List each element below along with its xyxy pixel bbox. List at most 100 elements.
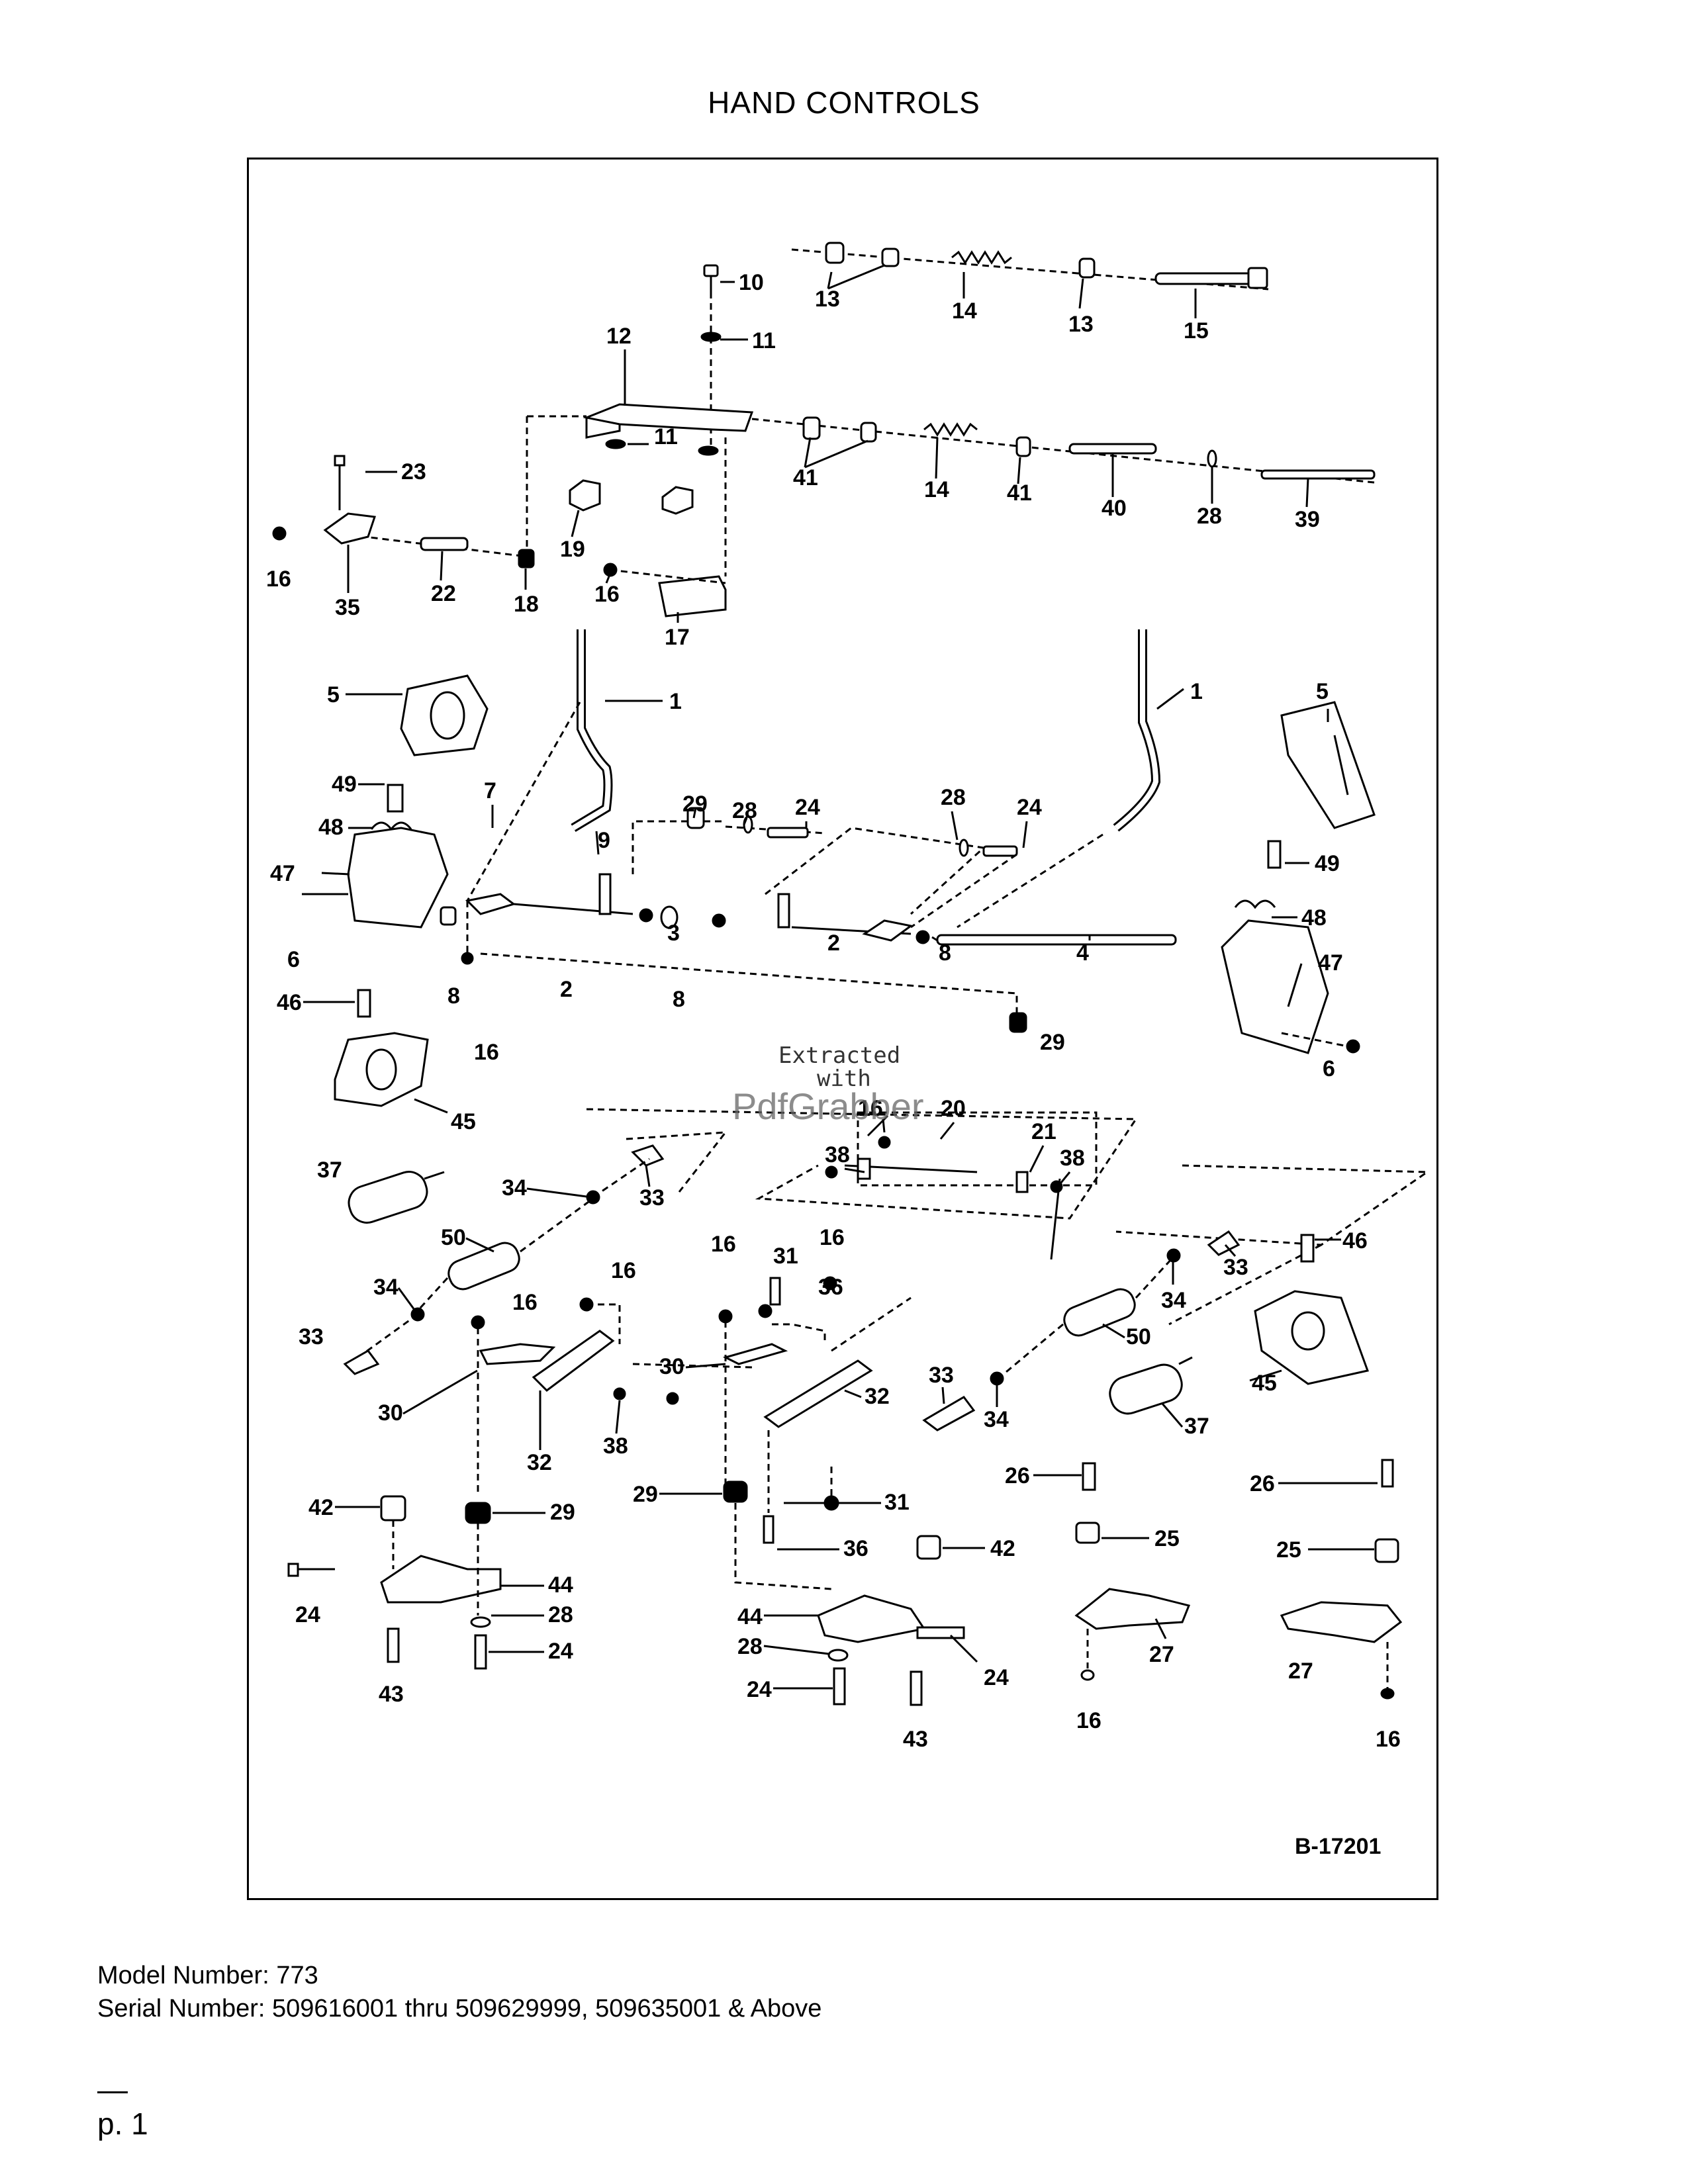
callout-28c: 28 — [941, 785, 966, 810]
callout-8c: 8 — [673, 987, 685, 1012]
callout-1: 1 — [669, 689, 682, 714]
parts-diagram-frame: 10 11 12 13 14 13 15 23 11 41 14 41 40 2… — [247, 158, 1438, 1900]
callout-27b: 27 — [1288, 1659, 1313, 1684]
callout-42b: 42 — [990, 1536, 1015, 1561]
mounting-plates-5 — [400, 674, 1376, 829]
middle-rod-assembly — [802, 416, 1376, 480]
callout-34: 34 — [502, 1175, 527, 1201]
callout-49: 49 — [332, 772, 357, 797]
model-info: Model Number: 773 Serial Number: 5096160… — [97, 1959, 821, 2025]
callout-38b: 38 — [1060, 1146, 1085, 1171]
leader-lines — [303, 264, 1378, 1690]
callout-32b: 32 — [527, 1450, 552, 1475]
links-30-32-assembly — [471, 1276, 912, 1544]
callout-13: 13 — [815, 287, 840, 312]
callout-46: 46 — [277, 990, 302, 1015]
callout-24b: 24 — [1017, 795, 1042, 820]
callout-35: 35 — [335, 595, 360, 620]
callout-16c: 16 — [474, 1040, 499, 1065]
callout-26: 26 — [1005, 1463, 1030, 1488]
callout-39: 39 — [1295, 507, 1320, 532]
callout-41b: 41 — [1007, 480, 1032, 506]
callout-45b: 45 — [1252, 1371, 1277, 1396]
callout-2: 2 — [827, 931, 840, 956]
callout-48b: 48 — [1301, 905, 1327, 931]
callout-30: 30 — [659, 1354, 684, 1379]
callout-31: 31 — [773, 1244, 798, 1269]
lower-middle-pivot-44-assembly — [723, 1480, 965, 1706]
callout-37: 37 — [317, 1158, 342, 1183]
lower-right-bracket-45-assembly — [1254, 1234, 1369, 1385]
callout-16b: 16 — [594, 582, 620, 607]
callout-20: 20 — [941, 1096, 966, 1121]
serial-number: Serial Number: 509616001 thru 509629999,… — [97, 1995, 822, 2023]
callout-38c: 38 — [603, 1433, 628, 1459]
left-bracket-47-assembly — [302, 784, 457, 929]
callout-14: 14 — [952, 298, 977, 324]
callout-13b: 13 — [1068, 312, 1094, 337]
watermark-line-2: with — [817, 1066, 871, 1092]
callout-43: 43 — [379, 1682, 404, 1707]
blocks-19-bracket-17 — [569, 437, 727, 617]
callout-24: 24 — [795, 795, 820, 820]
callout-16g: 16 — [611, 1258, 636, 1283]
callout-46b: 46 — [1342, 1228, 1368, 1253]
callout-9: 9 — [598, 828, 610, 853]
callout-11: 11 — [752, 328, 776, 353]
callout-5b: 5 — [1316, 679, 1329, 704]
callout-11b: 11 — [654, 424, 678, 449]
callout-23: 23 — [401, 459, 426, 484]
watermark: Extracted with PdfGrabber — [732, 1042, 924, 1127]
callout-36b: 36 — [843, 1536, 868, 1561]
callout-16f: 16 — [820, 1225, 845, 1250]
callout-1b: 1 — [1190, 679, 1203, 704]
callout-28d: 28 — [548, 1602, 573, 1627]
callout-10: 10 — [739, 270, 764, 295]
callout-43b: 43 — [903, 1727, 928, 1752]
watermark-line-1: Extracted — [778, 1042, 900, 1069]
callout-25b: 25 — [1276, 1537, 1301, 1563]
callout-16e: 16 — [711, 1232, 736, 1257]
callout-19: 19 — [560, 537, 585, 562]
callout-44b: 44 — [737, 1604, 763, 1629]
callout-2b: 2 — [560, 977, 573, 1002]
callout-37b: 37 — [1184, 1414, 1209, 1439]
callout-26b: 26 — [1250, 1471, 1275, 1496]
callout-25: 25 — [1154, 1526, 1180, 1551]
callout-17: 17 — [665, 625, 690, 650]
callout-8b: 8 — [447, 983, 460, 1009]
callout-49b: 49 — [1315, 851, 1340, 876]
cross-shaft-assembly — [461, 702, 1177, 1033]
callout-28e: 28 — [737, 1634, 763, 1659]
watermark-line-3: PdfGrabber — [732, 1085, 924, 1127]
callout-16d: 16 — [858, 1096, 883, 1121]
upper-rod-assembly — [791, 242, 1269, 291]
diagram-reference: B-17201 — [1295, 1834, 1381, 1859]
control-levers-1 — [571, 629, 1161, 833]
callout-14b: 14 — [924, 477, 949, 502]
callout-45: 45 — [451, 1109, 476, 1134]
callout-44: 44 — [548, 1572, 573, 1598]
callout-33: 33 — [639, 1185, 665, 1210]
callout-6: 6 — [287, 947, 300, 972]
callout-4: 4 — [1076, 940, 1089, 966]
callout-24d: 24 — [548, 1639, 573, 1664]
callout-29d: 29 — [633, 1482, 658, 1507]
callout-42: 42 — [308, 1495, 334, 1520]
callout-27: 27 — [1149, 1642, 1174, 1667]
callout-29c: 29 — [550, 1500, 575, 1525]
callout-16: 16 — [266, 567, 291, 592]
model-number: Model Number: 773 — [97, 1962, 318, 1989]
lower-right-pivots-27-assembly — [1074, 1459, 1403, 1700]
callout-labels: 10 11 12 13 14 13 15 23 11 41 14 41 40 2… — [266, 270, 1401, 1752]
pivot-bracket-35-assembly — [272, 455, 535, 569]
page-divider — [97, 2091, 128, 2093]
callout-8: 8 — [939, 940, 951, 966]
callout-29b: 29 — [1040, 1030, 1065, 1055]
callout-28: 28 — [1197, 504, 1222, 529]
callout-31b: 31 — [884, 1490, 910, 1515]
callout-32: 32 — [865, 1384, 890, 1409]
callout-28b: 28 — [732, 798, 757, 823]
callout-18: 18 — [514, 592, 539, 617]
callout-3: 3 — [667, 921, 680, 946]
